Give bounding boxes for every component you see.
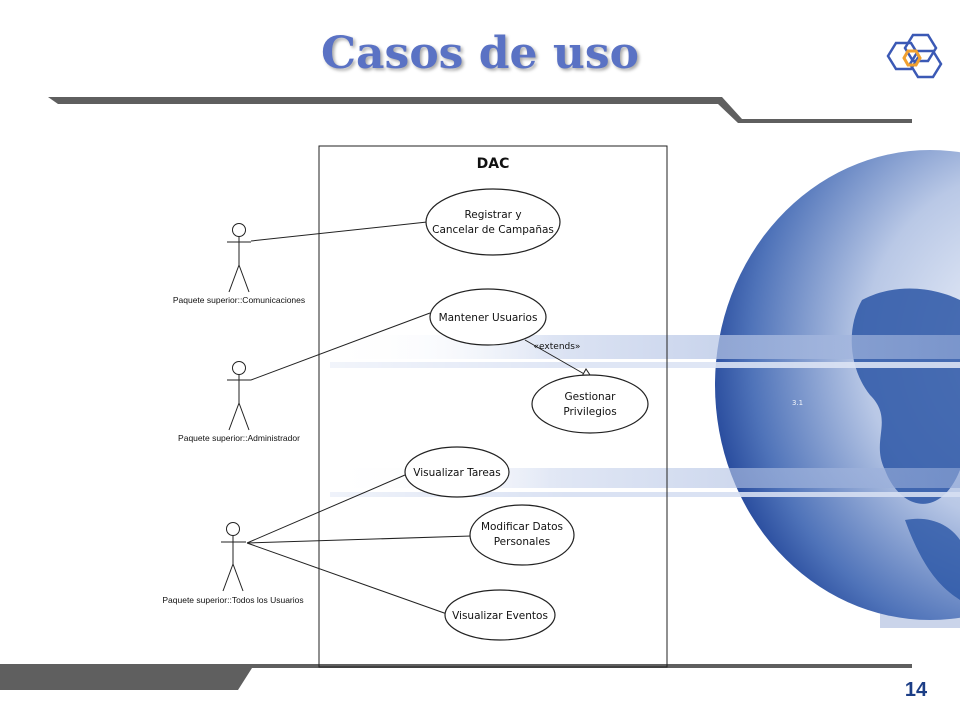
association-todos-modificar-datos [246, 535, 472, 544]
use-case-label: Personales [494, 536, 551, 548]
use-case-label: Mantener Usuarios [439, 312, 538, 324]
header-divider-bar [48, 97, 912, 123]
association-administrador-mantener [250, 312, 431, 381]
use-case-registrar: Registrar y Cancelar de Campañas [425, 188, 561, 256]
background-code-text: 003 [684, 390, 707, 403]
background-globe-graphic: 003 3.1 [320, 150, 960, 650]
actor-todos [221, 522, 246, 592]
actor-comunicaciones [227, 223, 251, 293]
actor-head-icon [232, 223, 246, 237]
actor-head-icon [226, 522, 240, 536]
use-case-label: Visualizar Eventos [452, 610, 548, 622]
actor-label-comunicaciones: Paquete superior::Comunicaciones [173, 295, 305, 305]
use-case-label: Gestionar [565, 391, 617, 403]
use-case-visualizar-tareas: Visualizar Tareas [404, 446, 510, 498]
actor-label-administrador: Paquete superior::Administrador [178, 433, 300, 443]
actor-label-todos: Paquete superior::Todos los Usuarios [162, 595, 303, 605]
system-name: DAC [477, 156, 510, 172]
association-lines [246, 221, 472, 615]
actor-head-icon [232, 361, 246, 375]
extends-label: «extends» [534, 342, 581, 352]
use-case-mantener: Mantener Usuarios [429, 288, 547, 346]
use-case-label: Cancelar de Campañas [432, 224, 554, 236]
system-boundary [318, 145, 668, 668]
slide-title: Casos de uso [321, 28, 639, 79]
use-case-modificar-datos: Modificar Datos Personales [469, 504, 575, 566]
use-case-label: Visualizar Tareas [413, 467, 500, 479]
use-case-label: Privilegios [563, 406, 616, 418]
association-comunicaciones-registrar [250, 221, 428, 242]
association-todos-visualizar-eventos [246, 542, 448, 615]
background-small-text: 3.1 [792, 399, 803, 407]
use-case-visualizar-eventos: Visualizar Eventos [444, 589, 556, 641]
use-case-gestionar: Gestionar Privilegios [531, 374, 649, 434]
use-case-label: Registrar y [464, 209, 521, 221]
page-number: 14 [904, 679, 928, 701]
actor-administrador [227, 361, 251, 431]
use-case-label: Modificar Datos [481, 521, 563, 533]
footer-divider-bar [0, 664, 912, 690]
association-todos-visualizar-tareas [246, 474, 406, 544]
hexagon-cluster-icon [886, 33, 943, 79]
